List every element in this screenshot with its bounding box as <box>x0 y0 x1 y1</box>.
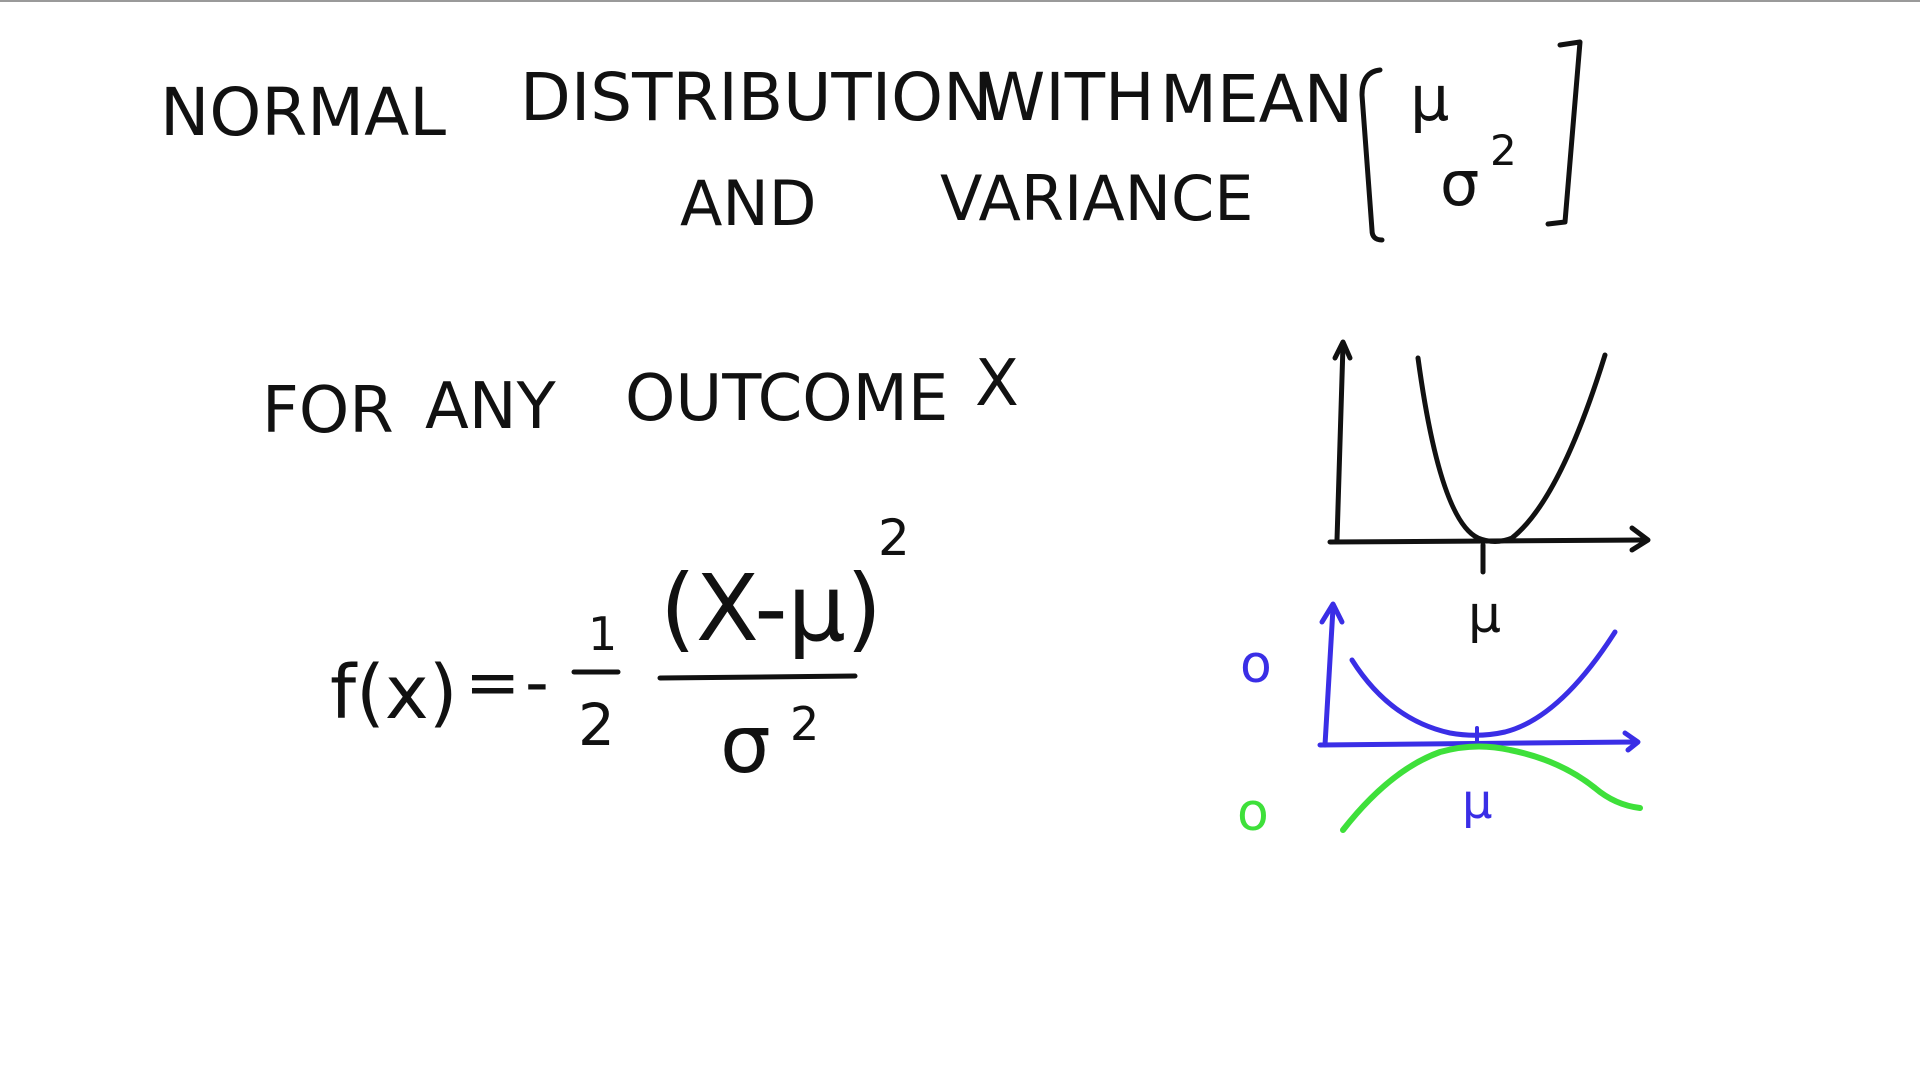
statement-word-any: ANY <box>425 370 557 444</box>
formula-denominator-exponent: 2 <box>790 697 819 751</box>
blue-y-axis <box>1322 605 1336 748</box>
top-plot-mu-label: μ <box>1468 585 1501 645</box>
blue-x-arrowhead <box>1622 730 1641 753</box>
formula-numerator-exponent: 2 <box>878 509 910 567</box>
top-border <box>0 0 1920 2</box>
title-word-distribution: DISTRIBUTION <box>520 59 993 136</box>
title-word-normal: NORMAL <box>160 74 446 151</box>
green-curve <box>1340 743 1643 833</box>
left-bracket <box>1359 67 1385 243</box>
statement-word-outcome: OUTCOME <box>625 362 948 436</box>
bracket-mu: μ <box>1410 62 1449 135</box>
mid-mu-label: μ <box>1462 774 1493 830</box>
title-word-variance: VARIANCE <box>940 162 1253 235</box>
bracket-sigma: σ <box>1440 147 1479 220</box>
bracket-sigma-exponent: 2 <box>1490 126 1517 175</box>
formula-denominator-sigma: σ <box>720 698 771 791</box>
statement-word-for: FOR <box>262 374 394 448</box>
statement-x: X <box>975 347 1019 421</box>
formula-lhs: f(x) <box>330 650 458 736</box>
formula-numerator: (X-μ) <box>660 555 882 662</box>
formula-minus: - <box>525 644 549 721</box>
title-word-with: WITH <box>980 59 1155 136</box>
top-plot-parabola <box>1415 352 1608 544</box>
blue-y-arrowhead <box>1319 601 1345 625</box>
bottom-plot: μ o o <box>1237 601 1643 843</box>
blue-series-label: o <box>1240 635 1272 695</box>
top-plot-y-arrowhead <box>1332 339 1353 361</box>
formula-half-numerator: 1 <box>588 607 617 661</box>
title-word-mean: MEAN <box>1160 61 1353 138</box>
top-plot-x-arrowhead <box>1629 525 1651 553</box>
top-plot: μ <box>1327 339 1651 645</box>
green-series-label: o <box>1237 783 1269 843</box>
blue-curve <box>1349 629 1618 738</box>
top-plot-y-axis <box>1334 342 1346 543</box>
formula-equals: = <box>465 644 520 721</box>
formula-fraction-bar <box>657 673 858 681</box>
formula-half-denominator: 2 <box>578 691 615 759</box>
right-bracket <box>1545 39 1583 227</box>
title-word-and: AND <box>680 167 817 240</box>
